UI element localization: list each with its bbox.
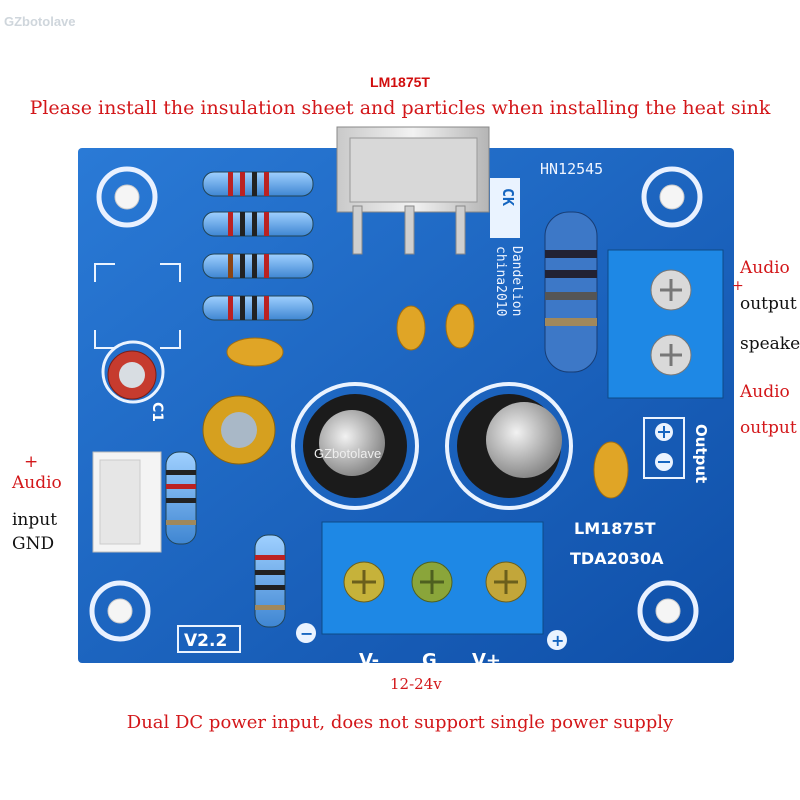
voltage-range-label: 12-24v (390, 675, 442, 693)
output-text-label-2: output (740, 418, 797, 438)
resistor-row (202, 171, 314, 321)
chip-label-2: TDA2030A (570, 549, 664, 568)
audio-input-connector (92, 451, 162, 553)
mounting-hole-top-left (96, 166, 158, 228)
power-input-terminal (321, 521, 544, 635)
serial-label: HN12545 (540, 160, 603, 178)
minus-sign: − (300, 624, 313, 643)
output-text-label-1: output (740, 294, 797, 314)
output-audio-label-2: Audio (740, 382, 790, 402)
pin-label-ground: G (422, 650, 437, 671)
electrolytic-capacitor-right (445, 382, 573, 510)
input-text-label: input (12, 510, 58, 530)
pin-label-vplus: V+ (472, 650, 501, 671)
power-note: Dual DC power input, does not support si… (126, 712, 674, 733)
speaker-output-terminal (607, 249, 724, 399)
cap-c1-label: C1 (149, 402, 165, 422)
speaker-label: speake (740, 334, 800, 354)
resistor-vertical-right (544, 211, 598, 373)
ck-logo: CK (499, 188, 517, 206)
lm1875t-chip (336, 126, 490, 255)
watermark-text: GZbotolave (4, 14, 76, 29)
gnd-label: GND (12, 534, 55, 554)
resistor-vertical-input (165, 451, 197, 545)
install-note: Please install the insulation sheet and … (29, 97, 771, 119)
maker-line2: Dandelion (509, 246, 524, 316)
version-label: V2.2 (184, 631, 227, 651)
output-plus-label: + (732, 278, 744, 294)
electrolytic-capacitor-left (291, 382, 419, 510)
plus-sign: + (551, 631, 564, 650)
input-audio-label: Audio (12, 473, 62, 493)
output-audio-label-1: Audio (740, 258, 790, 278)
mounting-hole-bottom-left (89, 580, 151, 642)
resistor-vertical-bottom (254, 534, 286, 628)
output-label: Output (692, 424, 710, 483)
input-plus-label: + (24, 452, 39, 472)
maker-line1: china2010 (493, 246, 508, 316)
mounting-hole-bottom-right (637, 580, 699, 642)
watermark-center: GZbotolave (314, 446, 381, 461)
mounting-hole-top-right (641, 166, 703, 228)
chip-label-1: LM1875T (574, 519, 656, 538)
pin-label-vminus: V- (359, 650, 379, 671)
part-title: LM1875T (370, 74, 430, 90)
